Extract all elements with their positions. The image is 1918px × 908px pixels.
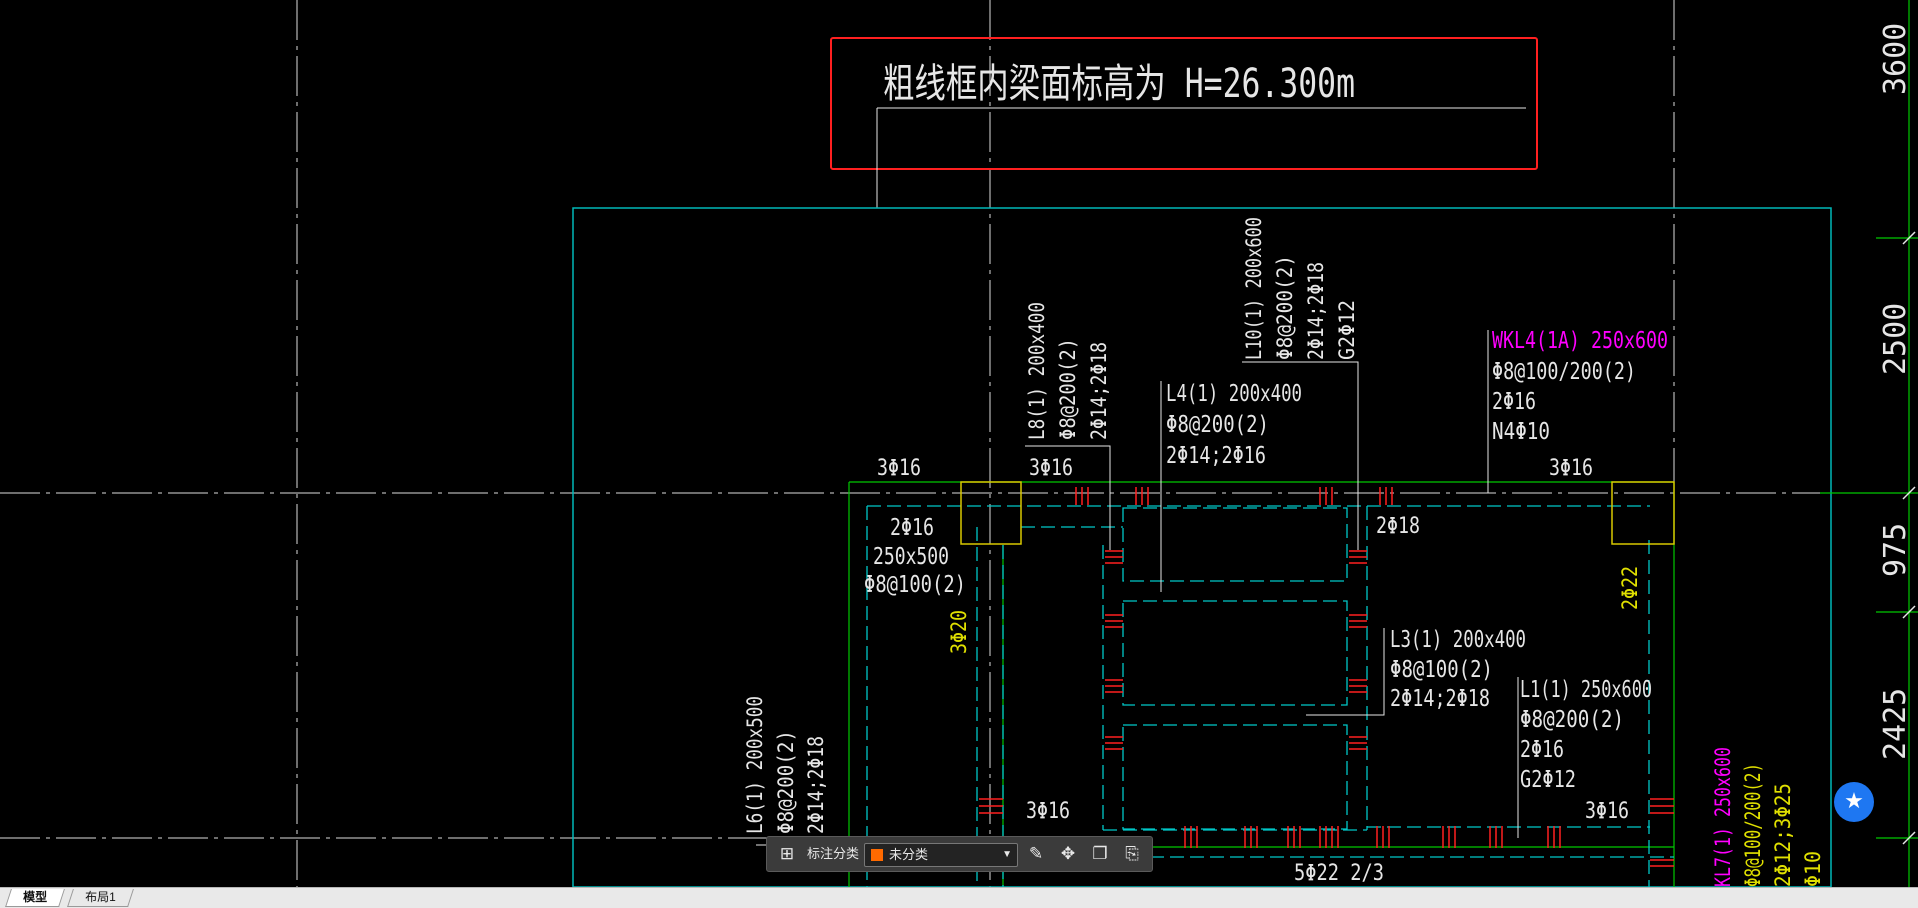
category-select-value: 未分类	[889, 847, 929, 862]
svg-text:Φ8@200(2): Φ8@200(2)	[1166, 412, 1269, 438]
paste-icon[interactable]: ⎘	[1125, 844, 1139, 863]
svg-text:KL7(1) 250x600: KL7(1) 250x600	[1711, 747, 1735, 887]
svg-text:3Φ16: 3Φ16	[1585, 799, 1629, 824]
svg-text:2Φ18: 2Φ18	[1376, 514, 1420, 539]
dim-2500: 2500	[1878, 303, 1913, 375]
svg-text:3Φ16: 3Φ16	[1549, 456, 1593, 481]
tab-layout1[interactable]: 布局1	[67, 889, 134, 907]
chevron-down-icon: ▼	[1002, 849, 1012, 860]
cad-canvas[interactable]: 粗线框内梁面标高为 H=26.300m 3600 2500 975 2425 L…	[0, 0, 1918, 887]
svg-text:Φ8@200(2): Φ8@200(2)	[1273, 255, 1297, 360]
dim-3600: 3600	[1878, 23, 1913, 95]
svg-text:2Φ14;2Φ18: 2Φ14;2Φ18	[1087, 342, 1111, 440]
beam-cell-1	[1122, 507, 1348, 582]
dimension-ticks	[1902, 231, 1916, 845]
svg-text:L8(1) 200x400: L8(1) 200x400	[1025, 302, 1049, 440]
dim-2425: 2425	[1878, 688, 1913, 760]
annotation-toolbar: ⊞ 标注分类 未分类 ▼ ✎ ✥ ❐ ⎘	[766, 836, 1153, 872]
beam-kl7-label: KL7(1) 250x600 Φ8@100/200(2) 2Φ12;3Φ25 Φ…	[1711, 747, 1825, 887]
svg-text:L1(1) 250x600: L1(1) 250x600	[1520, 677, 1652, 703]
svg-text:WKL4(1A) 250x600: WKL4(1A) 250x600	[1492, 328, 1668, 354]
drawing-svg: 粗线框内梁面标高为 H=26.300m 3600 2500 975 2425 L…	[0, 0, 1918, 887]
svg-text:Φ8@100/200(2): Φ8@100/200(2)	[1741, 763, 1765, 887]
slab-frame	[572, 207, 1832, 887]
svg-text:3Φ16: 3Φ16	[1029, 456, 1073, 481]
move-icon[interactable]: ✥	[1060, 844, 1076, 863]
svg-text:G2Φ12: G2Φ12	[1335, 300, 1359, 360]
svg-text:2Φ16: 2Φ16	[1520, 737, 1564, 763]
svg-text:3Φ16: 3Φ16	[1026, 799, 1070, 824]
beam-l4-label: L4(1) 200x400 Φ8@200(2) 2Φ14;2Φ16	[1166, 381, 1302, 469]
highlight-box	[830, 37, 1538, 170]
grid-lines	[0, 0, 1918, 887]
column-right	[1611, 481, 1675, 545]
dimension-labels: 3600 2500 975 2425	[1878, 23, 1913, 760]
dimension-chain	[1820, 0, 1918, 887]
svg-text:3Φ16: 3Φ16	[877, 456, 921, 481]
beam-l8-label: L8(1) 200x400 Φ8@200(2) 2Φ14;2Φ18	[1025, 302, 1111, 440]
svg-text:Φ8@100/200(2): Φ8@100/200(2)	[1492, 359, 1636, 385]
svg-text:N4Φ10: N4Φ10	[1492, 419, 1550, 445]
beam-l6-label: L6(1) 200x500 Φ8@200(2) 2Φ14;2Φ18	[743, 696, 828, 834]
category-swatch	[871, 849, 883, 861]
beam-l1-label: L1(1) 250x600 Φ8@200(2) 2Φ16 G2Φ12	[1520, 677, 1652, 793]
leader-lines	[756, 330, 1519, 846]
dim-975: 975	[1878, 523, 1913, 577]
layout-tab-bar: 模型 布局1	[0, 887, 1918, 908]
svg-text:2Φ14;2Φ18: 2Φ14;2Φ18	[804, 736, 828, 834]
toolbar-label: 标注分类	[807, 846, 860, 861]
annotation-title: 粗线框内梁面标高为 H=26.300m	[883, 61, 1355, 107]
svg-text:2Φ16: 2Φ16	[890, 515, 934, 541]
beam-cell-3	[1122, 724, 1348, 830]
svg-text:Φ8@100(2): Φ8@100(2)	[864, 572, 966, 598]
beam-l10-label: L10(1) 200x600 Φ8@200(2) 2Φ14;2Φ18 G2Φ12	[1242, 217, 1359, 360]
column-left	[960, 481, 1022, 545]
beam-left-label: 2Φ16 250x500 Φ8@100(2)	[864, 515, 966, 598]
category-select[interactable]: 未分类 ▼	[864, 843, 1018, 867]
svg-text:L3(1) 200x400: L3(1) 200x400	[1390, 627, 1526, 653]
svg-text:Φ8@200(2): Φ8@200(2)	[1520, 707, 1624, 733]
svg-text:2Φ14;2Φ18: 2Φ14;2Φ18	[1390, 686, 1490, 712]
copy-icon[interactable]: ❐	[1092, 844, 1108, 863]
beam-cell-2	[1122, 600, 1348, 706]
svg-text:Φ10: Φ10	[1801, 851, 1825, 887]
star-icon[interactable]: ★	[1834, 782, 1874, 822]
svg-text:L10(1) 200x600: L10(1) 200x600	[1242, 217, 1266, 360]
column-right-label: 2Φ22	[1618, 566, 1642, 610]
grid-icon[interactable]: ⊞	[779, 844, 795, 863]
svg-text:2Φ14;2Φ16: 2Φ14;2Φ16	[1166, 443, 1266, 469]
svg-text:Φ8@100(2): Φ8@100(2)	[1390, 657, 1493, 683]
svg-text:2Φ12;3Φ25: 2Φ12;3Φ25	[1771, 783, 1795, 887]
svg-text:5Φ22 2/3: 5Φ22 2/3	[1294, 861, 1384, 886]
svg-text:L4(1) 200x400: L4(1) 200x400	[1166, 381, 1302, 407]
svg-text:2Φ14;2Φ18: 2Φ14;2Φ18	[1304, 262, 1328, 360]
beam-l3-label: L3(1) 200x400 Φ8@100(2) 2Φ14;2Φ18	[1390, 627, 1526, 712]
beam-wkl4-label: WKL4(1A) 250x600 Φ8@100/200(2) 2Φ16 N4Φ1…	[1492, 328, 1668, 445]
svg-text:250x500: 250x500	[873, 544, 949, 570]
svg-text:Φ8@200(2): Φ8@200(2)	[1056, 338, 1080, 440]
svg-text:G2Φ12: G2Φ12	[1520, 767, 1576, 793]
column-left-label: 3Φ20	[947, 610, 971, 654]
svg-text:2Φ16: 2Φ16	[1492, 389, 1536, 415]
top-rebar-labels: 3Φ16 3Φ16 3Φ16 2Φ18 3Φ16 3Φ16 5Φ22 2/3	[877, 456, 1629, 886]
svg-text:L6(1) 200x500: L6(1) 200x500	[743, 696, 767, 834]
edit-icon[interactable]: ✎	[1028, 844, 1044, 863]
beam-outlines	[866, 505, 1674, 887]
tab-model[interactable]: 模型	[5, 889, 65, 907]
svg-text:Φ8@200(2): Φ8@200(2)	[774, 730, 798, 834]
